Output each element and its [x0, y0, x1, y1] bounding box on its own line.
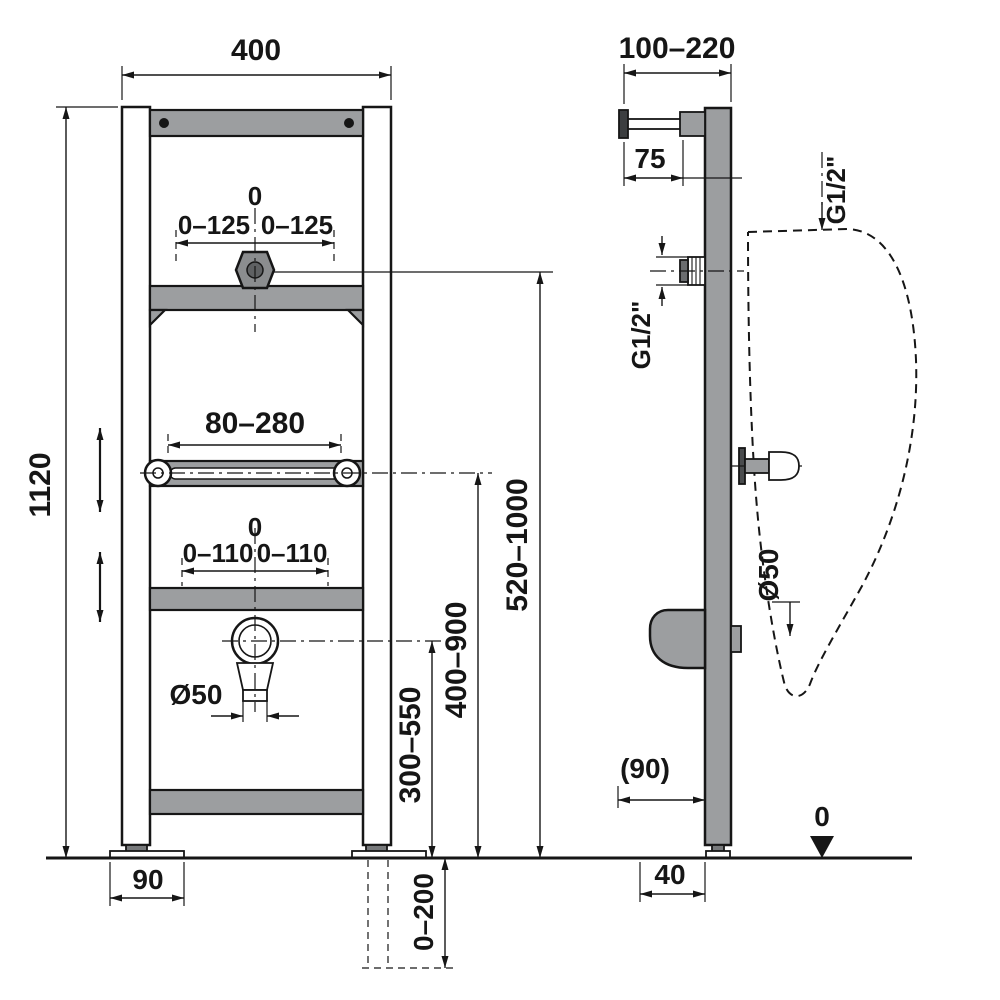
side-dimensions: 100–220 75 G1/2" G1/2" Ø50 (90) 40 0: [617, 32, 851, 902]
side-view: [618, 106, 918, 859]
flush-valve-cap: [768, 451, 800, 481]
thread-frame-label: G1/2": [626, 301, 656, 370]
datum-zero-label: 0: [814, 801, 830, 832]
gusset: [148, 308, 168, 328]
bolt-icon: [159, 118, 169, 128]
dim-slot-label: 80–280: [205, 407, 305, 440]
drain-crossbar: [148, 586, 365, 612]
dim-height-label: 1120: [24, 452, 57, 517]
datum-triangle-icon: [810, 836, 834, 858]
flush-pipe: [744, 458, 770, 474]
dim-bracket-label: 75: [634, 143, 665, 174]
dim-slot-height-label: 400–900: [440, 602, 473, 719]
dim-drain-dia-label: Ø50: [170, 679, 223, 710]
dim-depth-label: 100–220: [619, 32, 736, 65]
wall-bracket-plate: [618, 109, 629, 139]
dim-inlet-zero-label: 0: [248, 181, 262, 211]
urinal-outline: [747, 227, 918, 698]
wall-bracket-body: [679, 111, 706, 137]
bottom-crossbar: [148, 788, 365, 816]
gusset: [345, 308, 365, 328]
front-dimensions: 400 1120 0–125 0 0–125 80–280 0–110 0 0–…: [24, 34, 544, 968]
front-view: [96, 105, 553, 969]
bolt-icon: [344, 118, 354, 128]
top-crossbar: [148, 108, 365, 138]
dim-inlet-height-label: 520–1000: [501, 478, 534, 611]
dim-drain-offset-label: (90): [620, 753, 670, 784]
dim-drain-left-label: 0–110: [183, 538, 254, 568]
dim-drain-height-label: 300–550: [394, 687, 427, 804]
dim-drain-zero-label: 0: [248, 512, 262, 542]
dim-foot-offset-label: 40: [654, 859, 685, 890]
thread-urinal-label: G1/2": [821, 156, 851, 225]
dim-inlet-right-label: 0–125: [261, 210, 333, 240]
dim-foot-label: 90: [132, 864, 163, 895]
dim-below-floor-label: 0–200: [408, 873, 439, 951]
inlet-crossbar: [148, 284, 365, 312]
dim-width-label: 400: [231, 34, 281, 67]
frame-rail-right: [361, 105, 393, 847]
dim-pipe-dia-label: Ø50: [753, 549, 784, 602]
dim-inlet-left-label: 0–125: [178, 210, 250, 240]
frame-profile: [703, 106, 733, 847]
drain-stub: [730, 625, 742, 653]
dim-drain-right-label: 0–110: [257, 538, 328, 568]
drain-elbow: [648, 608, 707, 670]
